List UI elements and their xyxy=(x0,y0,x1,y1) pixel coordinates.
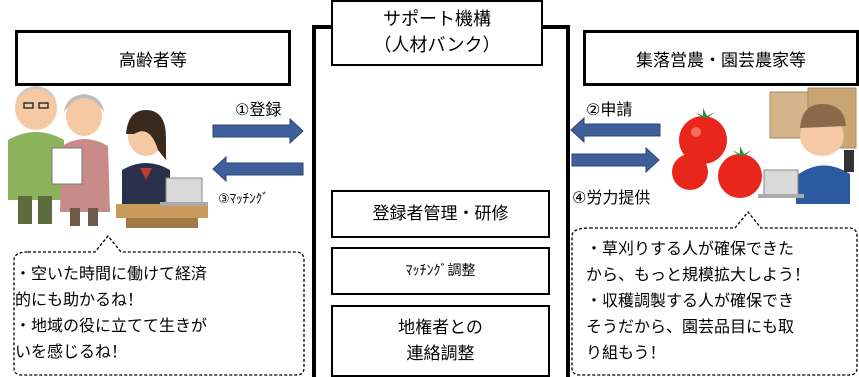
function-landowner-liaison: 地権者との 連絡調整 xyxy=(331,305,550,377)
laptop-icon xyxy=(758,169,804,198)
support-organization-title-box: サポート機構 （人材バンク） xyxy=(331,0,543,66)
farmer-comment-line: から、もっと規模拡大しよう！ xyxy=(586,265,811,284)
arrow-register-label: ①登録 xyxy=(235,100,282,119)
function-1-label: 登録者管理・研修 xyxy=(372,204,509,224)
elderly-comment-line: いを感じるね！ xyxy=(15,342,128,361)
tomato-icon xyxy=(672,108,762,198)
function-3-label-line1: 地権者との xyxy=(398,318,483,338)
farmer-comment-line: ・収穫調製する人が確保でき xyxy=(586,291,795,310)
arrow-labor xyxy=(571,146,660,174)
farm-group-label: 集落営農・園芸農家等 xyxy=(636,50,806,71)
farmer-comment-line: ・草刈りする人が確保できた xyxy=(586,239,795,258)
function-2-label: ﾏｯﾁﾝｸﾞ調整 xyxy=(405,263,476,279)
elderly-group-box: 高齢者等 xyxy=(15,30,291,86)
farmer-comment-line: り組もう！ xyxy=(586,343,666,362)
function-matching-adjustment: ﾏｯﾁﾝｸﾞ調整 xyxy=(331,247,550,295)
farmer-comment-line: そうだから、園芸品目にも取 xyxy=(586,317,795,336)
support-organization-title: サポート機構 xyxy=(383,9,491,30)
elderly-comment-line: 的にも助かるね！ xyxy=(15,290,144,309)
arrow-apply xyxy=(570,116,661,144)
elderly-comment-line: ・地域の役に立てて生きが xyxy=(15,316,208,335)
arrow-register xyxy=(212,117,304,145)
elderly-group-label: 高齢者等 xyxy=(119,50,187,71)
function-registration-training: 登録者管理・研修 xyxy=(331,190,550,238)
support-organization-subtitle: （人材バンク） xyxy=(373,35,501,56)
farmer-icon xyxy=(769,87,857,204)
arrow-matching-label: ③ﾏｯﾁﾝｸﾞ xyxy=(218,192,269,207)
elderly-comment-line: ・空いた時間に働けて経済 xyxy=(15,264,208,283)
young-woman-icon xyxy=(116,110,208,228)
farm-group-box: 集落営農・園芸農家等 xyxy=(583,30,859,86)
elderly-comment: ・空いた時間に働けて経済 的にも助かるね！ ・地域の役に立てて生きが いを感じる… xyxy=(15,261,207,365)
elderly-woman-icon xyxy=(51,94,110,226)
elderly-man-icon xyxy=(8,86,64,224)
farmer-comment: ・草刈りする人が確保できた から、もっと規模拡大しよう！ ・収穫調製する人が確保… xyxy=(586,236,810,366)
arrow-apply-label: ②申請 xyxy=(586,100,633,119)
arrow-matching xyxy=(212,155,304,183)
arrow-labor-label: ④労力提供 xyxy=(572,188,651,207)
laptop-icon xyxy=(160,177,208,206)
function-3-label-line2: 連絡調整 xyxy=(406,344,475,364)
